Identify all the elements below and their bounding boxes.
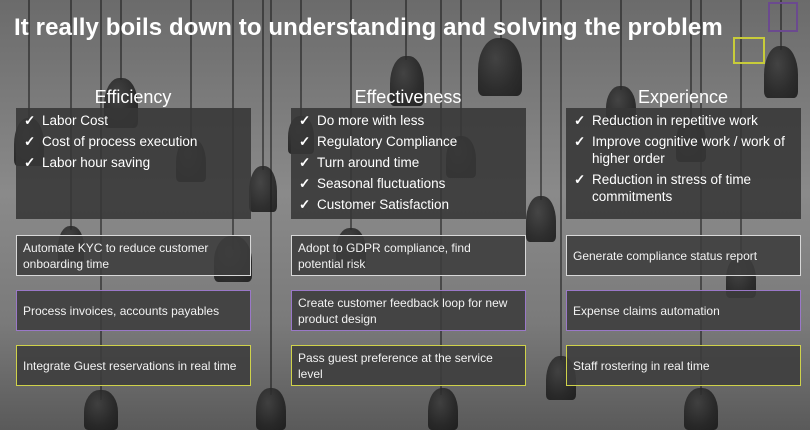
check-icon: ✓ [24, 113, 36, 128]
column-heading-effectiveness: Effectiveness [354, 87, 462, 107]
bullet-item: ✓Reduction in repetitive work [574, 113, 758, 128]
column-heading-efficiency: Efficiency [94, 87, 172, 107]
bullet-item: ✓Customer Satisfaction [299, 197, 450, 212]
column-heading-experience: Experience [637, 87, 729, 107]
check-icon: ✓ [24, 134, 36, 149]
check-icon: ✓ [299, 197, 311, 212]
bullet-item: ✓Turn around time [299, 155, 420, 170]
use-case-card: Process invoices, accounts payables [16, 290, 251, 331]
check-icon: ✓ [24, 155, 36, 170]
efficiency-bullets-panel: ✓Labor Cost ✓Cost of process execution ✓… [16, 108, 251, 219]
use-case-card: Integrate Guest reservations in real tim… [16, 345, 251, 386]
bullet-item: ✓Improve cognitive work / work of higher… [574, 134, 785, 166]
bullet-item: ✓Labor hour saving [24, 155, 151, 170]
slide-title: It really boils down to understanding an… [14, 14, 723, 41]
experience-bullets-panel: ✓Reduction in repetitive work ✓Improve c… [566, 108, 801, 219]
check-icon: ✓ [574, 113, 586, 128]
use-case-card: Expense claims automation [566, 290, 801, 331]
bullet-item: ✓Do more with less [299, 113, 425, 128]
use-case-card: Automate KYC to reduce customer onboardi… [16, 235, 251, 276]
use-case-card: Generate compliance status report [566, 235, 801, 276]
check-icon: ✓ [574, 172, 586, 187]
bullet-item: ✓Reduction in stress of time commitments [574, 172, 752, 204]
use-case-card: Create customer feedback loop for new pr… [291, 290, 526, 331]
check-icon: ✓ [574, 134, 586, 149]
check-icon: ✓ [299, 176, 311, 191]
use-case-card: Pass guest preference at the service lev… [291, 345, 526, 386]
effectiveness-bullets-panel: ✓Do more with less ✓Regulatory Complianc… [291, 108, 526, 219]
bullet-item: ✓Labor Cost [24, 113, 109, 128]
bullet-item: ✓Cost of process execution [24, 134, 198, 149]
check-icon: ✓ [299, 113, 311, 128]
decorative-purple-square [768, 2, 798, 32]
bullet-item: ✓Seasonal fluctuations [299, 176, 446, 191]
use-case-card: Staff rostering in real time [566, 345, 801, 386]
decorative-yellow-square [733, 37, 765, 64]
use-case-card: Adopt to GDPR compliance, find potential… [291, 235, 526, 276]
bullet-item: ✓Regulatory Compliance [299, 134, 458, 149]
check-icon: ✓ [299, 134, 311, 149]
check-icon: ✓ [299, 155, 311, 170]
